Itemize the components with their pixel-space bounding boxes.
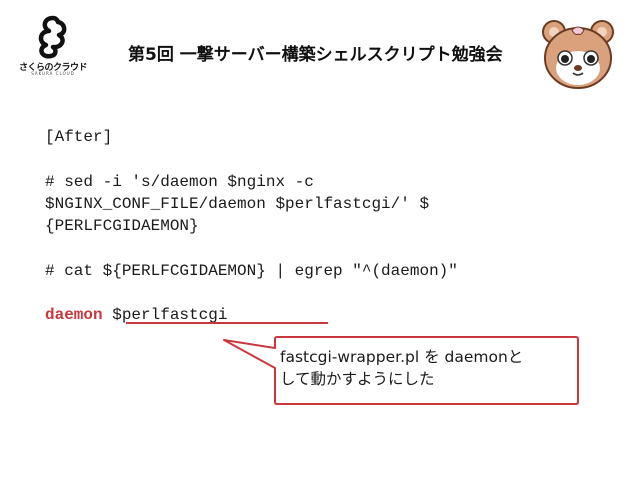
callout-line-2: して動かすようにした: [280, 370, 435, 388]
logo-text: さくらのクラウド: [18, 63, 88, 73]
sed-command-line-2: $NGINX_CONF_FILE/daemon $perlfastcgi/' $: [45, 194, 430, 213]
sed-command-line-3: {PERLFCGIDAEMON}: [45, 217, 199, 236]
result-value: $perlfastcgi: [102, 306, 228, 325]
cloud-logo-icon: [38, 15, 67, 59]
callout-line-1: fastcgi-wrapper.pl を daemonと: [280, 348, 524, 366]
sed-command-line-1: # sed -i 's/daemon $nginx -c: [45, 172, 314, 191]
sakura-cloud-logo: さくらのクラウド SAKURA CLOUD: [16, 14, 90, 76]
code-heading: [After]: [45, 128, 113, 146]
callout-box: [223, 336, 579, 405]
callout-text: fastcgi-wrapper.pl を daemonと して動かすようにした: [280, 346, 580, 390]
slide-title: 第5回 一撃サーバー構築シェルスクリプト勉強会: [128, 45, 503, 65]
code-block: [After] # sed -i 's/daemon $nginx -c $NG…: [45, 126, 458, 327]
result-underline: [126, 322, 328, 324]
result-keyword: daemon: [45, 306, 103, 325]
mascot-icon: [542, 20, 614, 89]
cat-command-line: # cat ${PERLFCGIDAEMON} | egrep "^(daemo…: [45, 261, 458, 280]
logo-subtext: SAKURA CLOUD: [31, 71, 75, 76]
